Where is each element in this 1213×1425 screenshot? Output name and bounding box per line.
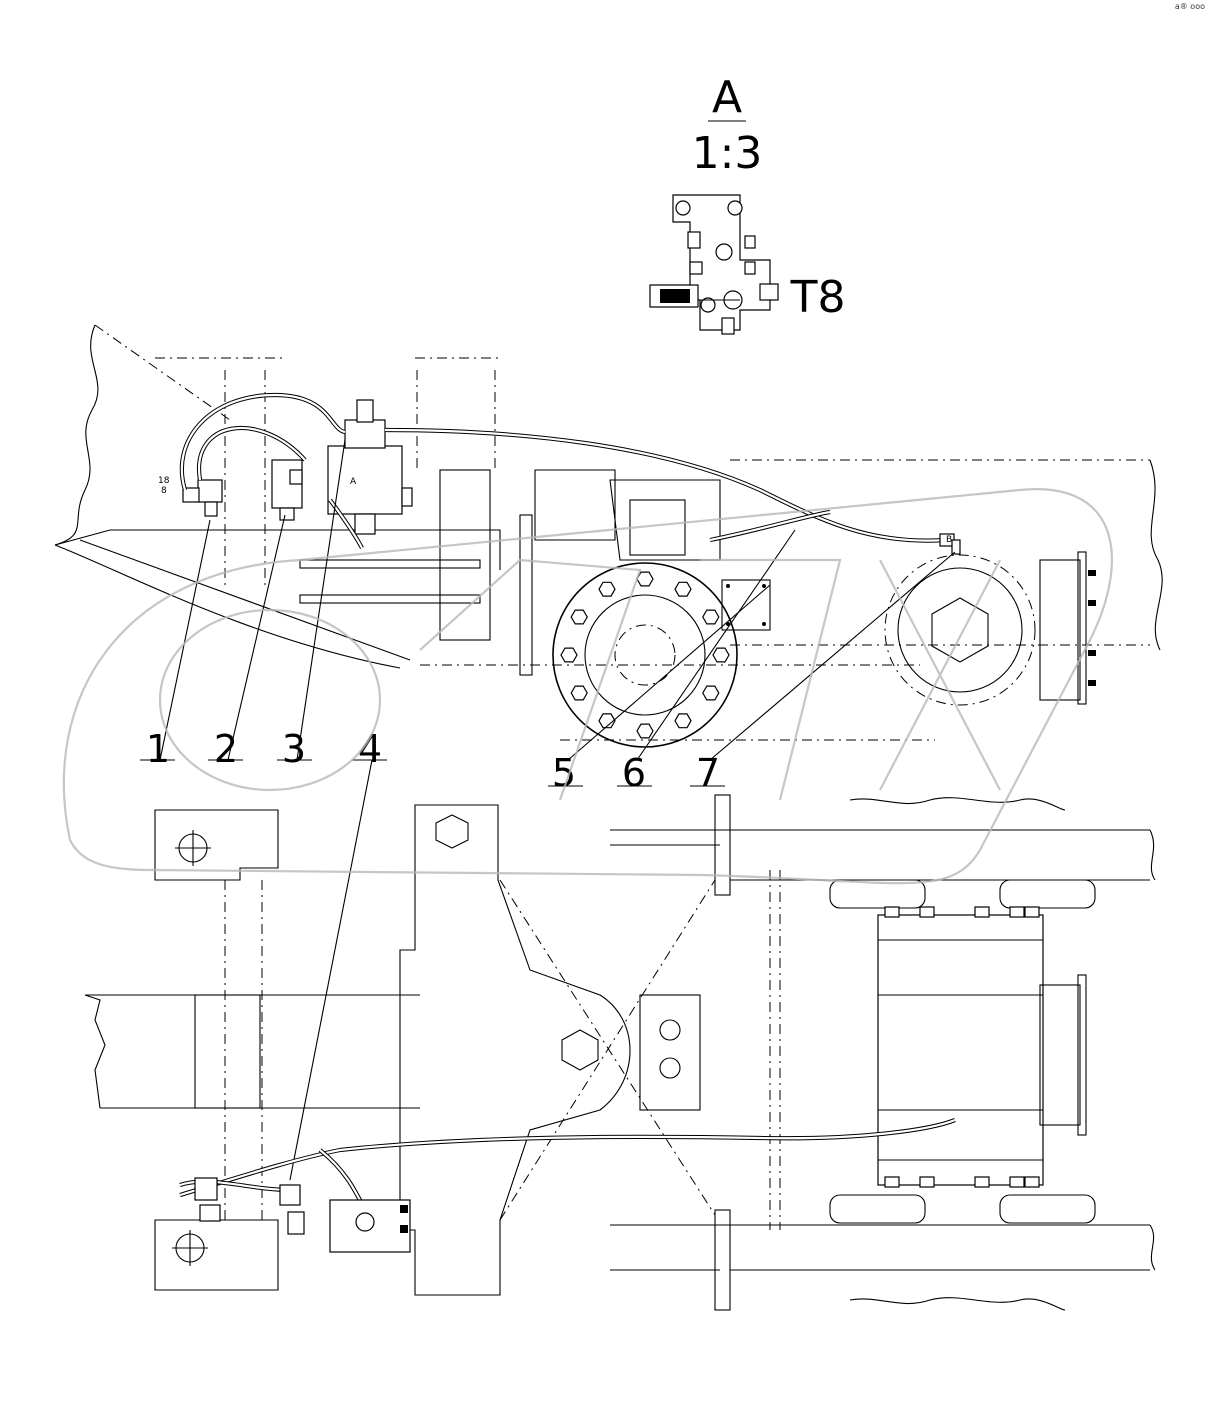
central-bracket: [534, 469, 721, 561]
drum-bolt: [974, 1176, 990, 1188]
plan-view-assembly: [84, 794, 1156, 1311]
drum-bolt: [1009, 1176, 1025, 1188]
main-beam: [54, 529, 501, 669]
break-line-left: [54, 324, 99, 546]
callout-leaders-top: [140, 439, 956, 1181]
valve-a-label: A: [350, 477, 357, 487]
hub-bolt: [702, 685, 720, 701]
view-scale: 1:3: [692, 128, 763, 179]
corner-mark: a® ooo: [1174, 2, 1205, 11]
plate-mid: [639, 994, 701, 1111]
drum-bolt: [1009, 906, 1025, 918]
hub-bolt: [702, 609, 720, 625]
hydraulic-hoses-top: B: [179, 392, 961, 555]
cross-member-2: [299, 594, 481, 604]
lower-valve: [329, 1199, 411, 1253]
hub-bolt: [570, 609, 588, 625]
wheel-hub-right: [884, 551, 1096, 706]
hydraulic-hoses-bottom: [179, 1118, 956, 1253]
callout-7: 7: [696, 751, 720, 795]
axle-hub: [552, 562, 738, 748]
drum-bolt: [919, 1176, 935, 1188]
rail-top: [610, 829, 1150, 881]
drum-bolt: [1024, 1176, 1040, 1188]
hub-bolt: [598, 713, 616, 729]
hub-bolt: [674, 581, 692, 597]
valve-block-detail: [649, 194, 779, 335]
callout-3: 3: [282, 727, 306, 771]
central-frame: [399, 804, 631, 1296]
hub-bolt: [674, 713, 692, 729]
detail-view-a: A 1:3 T8: [649, 72, 846, 335]
valve-a: A: [327, 399, 413, 535]
watermark: [62, 488, 1114, 885]
drum-bolt: [884, 1176, 900, 1188]
brake-drum: [877, 906, 1087, 1188]
drum-bolt: [974, 906, 990, 918]
view-name: A: [712, 72, 742, 123]
callout-1: 1: [146, 727, 170, 771]
cross-member-1: [299, 559, 481, 569]
block-label-18: 18: [158, 476, 170, 486]
side-view-assembly: A 18 8 B: [54, 324, 1163, 1181]
fitting-b-label: B: [946, 535, 952, 545]
port-label: T8: [790, 272, 846, 323]
hub-bolt: [636, 723, 654, 739]
left-fittings: 18 8: [158, 459, 303, 521]
callout-numbers: 1 2 3 4 5 6 7: [146, 727, 720, 795]
hub-bolt: [598, 581, 616, 597]
left-bracket-top: [154, 809, 279, 881]
callout-2: 2: [214, 727, 238, 771]
drum-bolt: [884, 906, 900, 918]
hub-bolt: [570, 685, 588, 701]
drum-bolt: [919, 906, 935, 918]
hub-bolt: [712, 647, 730, 663]
hub-bolt: [560, 647, 578, 663]
drum-bolt: [1024, 906, 1040, 918]
block-label-8: 8: [161, 486, 167, 496]
break-line-right: [1149, 459, 1163, 651]
left-bracket-bottom: [154, 1219, 279, 1291]
callout-6: 6: [622, 751, 646, 795]
